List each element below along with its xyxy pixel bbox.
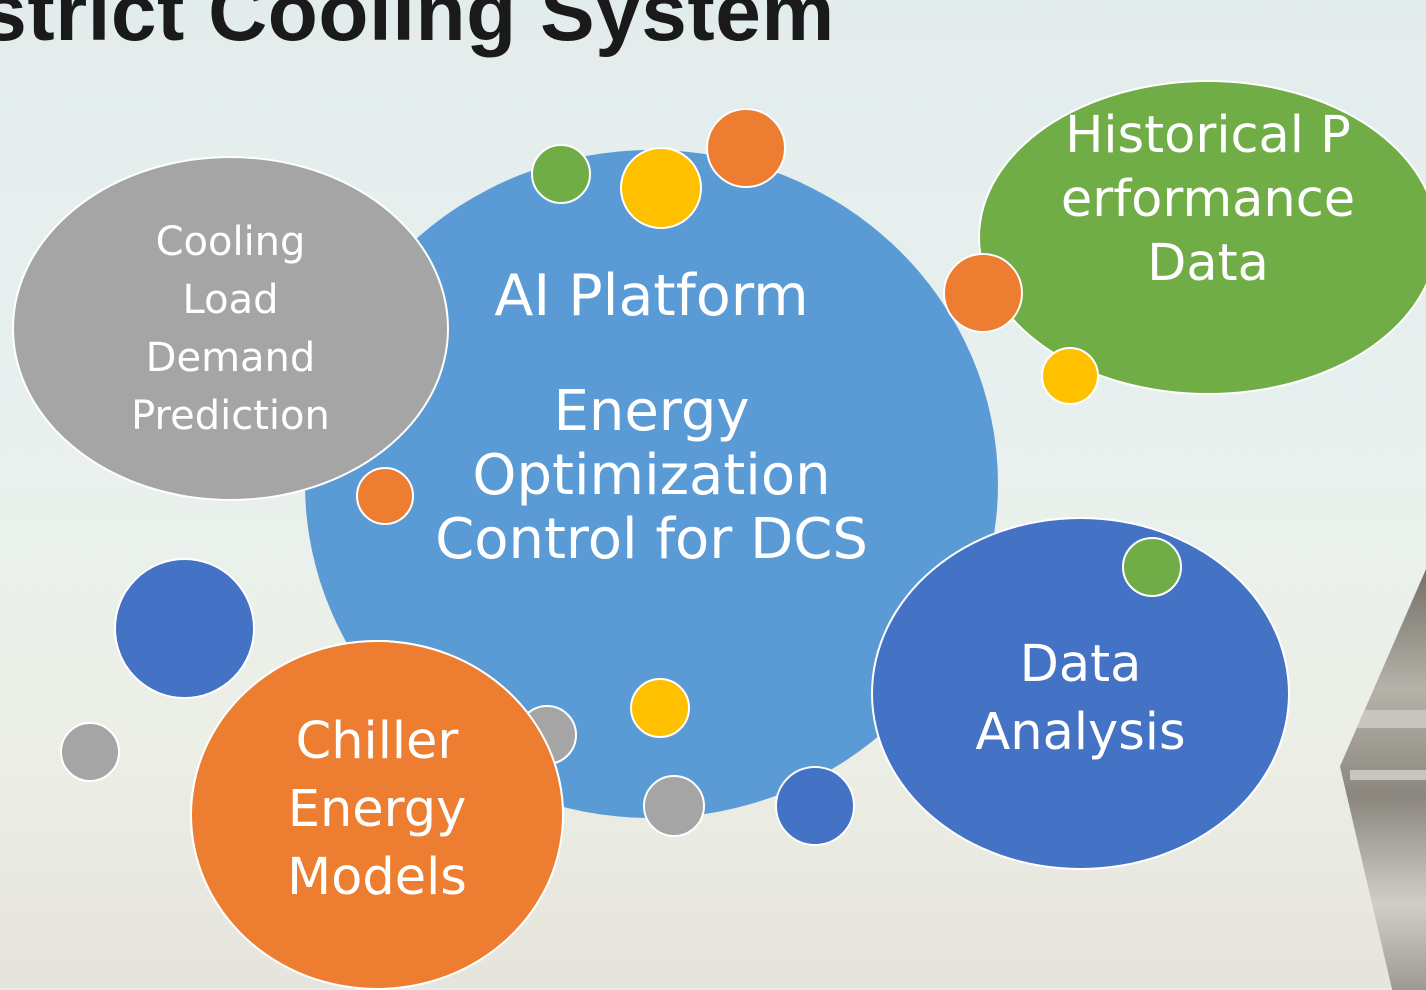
small-circle-gray (643, 775, 705, 837)
small-circle-orange (706, 108, 786, 188)
chiller-models-bubble-front: Chiller Energy Models (190, 640, 564, 990)
energy-optimization-label: Energy Optimization Control for DCS (435, 379, 868, 572)
small-circle-yellow (620, 147, 702, 229)
data-analysis-label: Data Analysis (975, 634, 1186, 762)
cooling-load-label: Cooling Load Demand Prediction (131, 218, 330, 439)
historical-data-label: Historical Performance Data (1060, 106, 1356, 293)
cooling-load-bubble: Cooling Load Demand Prediction (12, 156, 449, 501)
ai-platform-label: AI Platform (494, 263, 809, 329)
small-circle-gray (60, 722, 120, 782)
small-circle-green (1122, 537, 1182, 597)
small-circle-green (531, 144, 591, 204)
data-analysis-bubble: Data Analysis (871, 517, 1290, 870)
small-circle-yellow (1041, 347, 1099, 405)
equipment-photo (1340, 560, 1426, 990)
small-circle-navy (775, 766, 855, 846)
historical-data-bubble: Historical Performance Data (978, 80, 1426, 395)
small-circle-orange (943, 253, 1023, 333)
small-circle-yellow (630, 678, 690, 738)
slide-title: istrict Cooling System (0, 0, 835, 58)
small-circle-orange (356, 467, 414, 525)
small-circle-navy (114, 558, 255, 699)
chiller-models-label-front: Chiller Energy Models (287, 712, 467, 907)
